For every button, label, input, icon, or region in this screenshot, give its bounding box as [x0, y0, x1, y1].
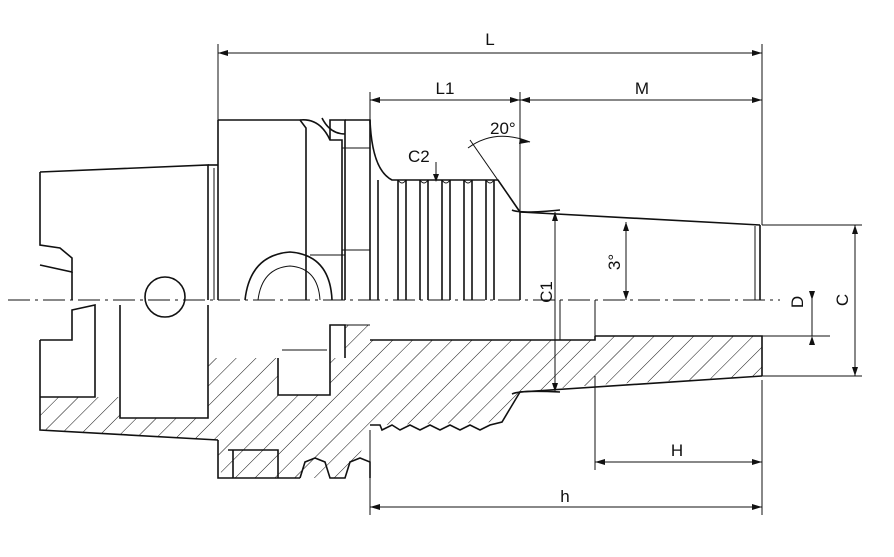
label-L: L	[485, 30, 494, 49]
label-M: M	[635, 79, 649, 98]
label-angle-3: 3°	[605, 254, 624, 270]
thread-grooves	[397, 179, 495, 300]
label-angle-20: 20°	[490, 119, 516, 138]
label-C: C	[833, 294, 852, 306]
section-hatch	[40, 325, 762, 478]
label-C2: C2	[408, 147, 430, 166]
label-H: H	[671, 441, 683, 460]
dimensions	[217, 44, 862, 515]
drive-hole	[144, 276, 186, 318]
dimension-labels: L L1 M 20° C2 3° C1 D C H h	[408, 30, 852, 506]
label-D: D	[788, 296, 807, 308]
label-C1: C1	[537, 281, 556, 303]
label-L1: L1	[436, 79, 455, 98]
label-h: h	[560, 487, 569, 506]
